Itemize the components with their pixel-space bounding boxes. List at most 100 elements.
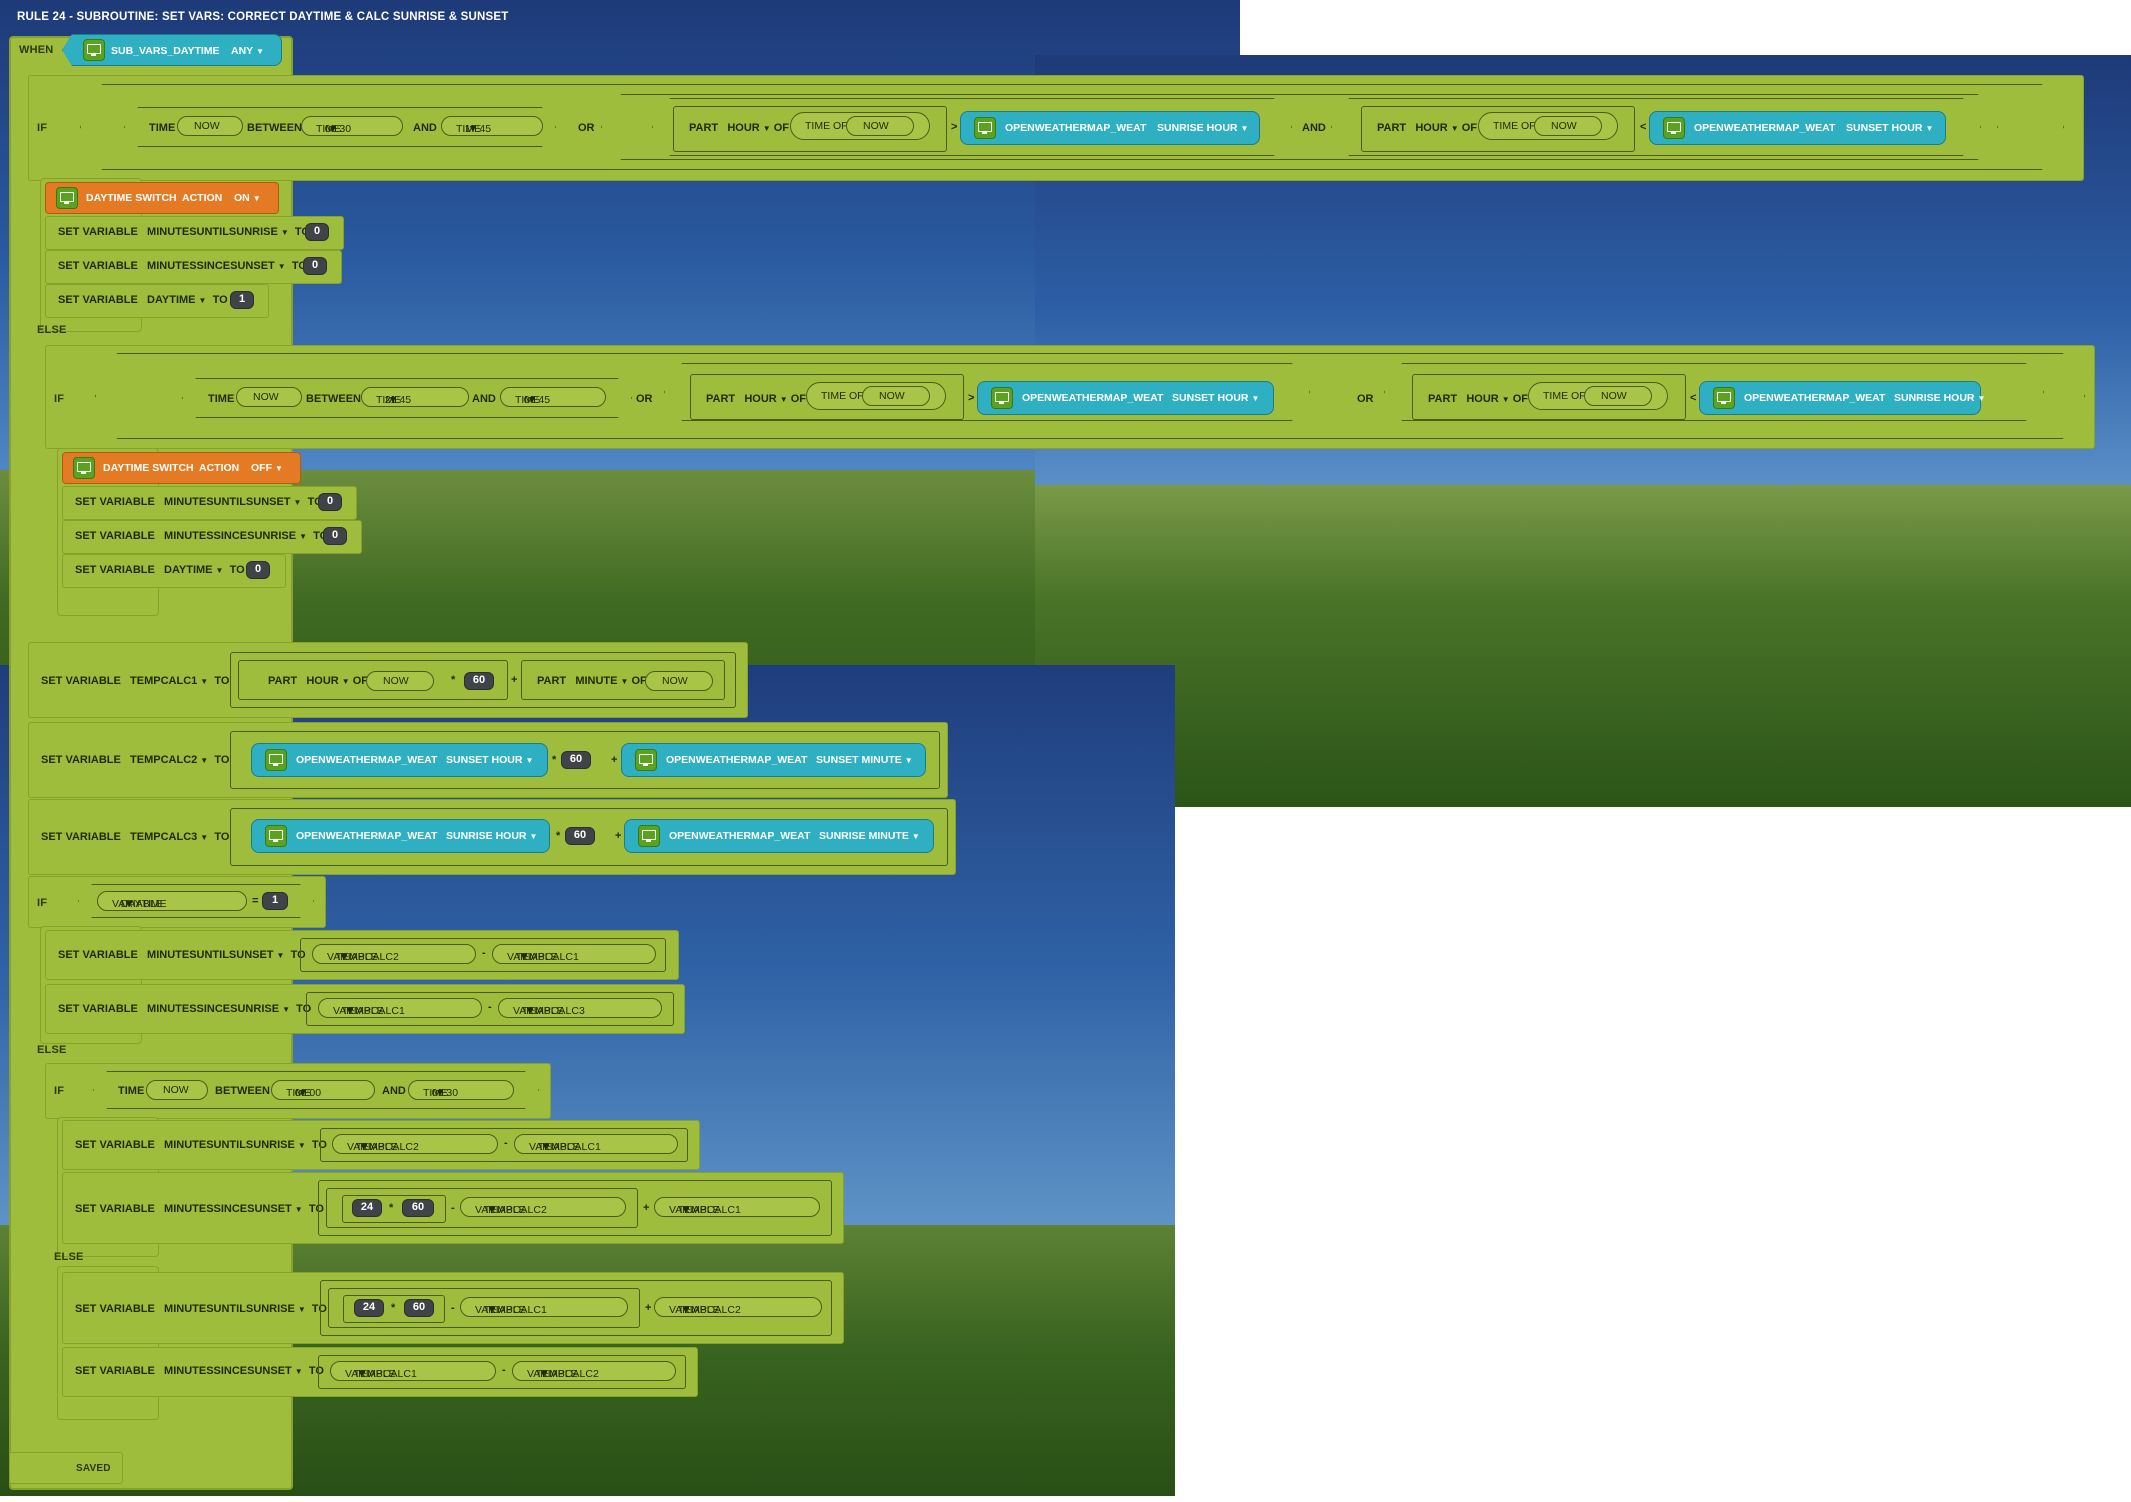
number-value[interactable]: 60	[561, 751, 591, 769]
now-pill[interactable]: NOW	[236, 387, 302, 407]
times-operator: *	[391, 1302, 396, 1314]
time-label: TIME	[118, 1085, 145, 1097]
daytime-switch-off-block[interactable]: DAYTIME SWITCH ACTION OFF▼	[62, 452, 301, 484]
compare-eq	[78, 884, 314, 918]
part-hour-box-1	[673, 106, 947, 152]
if-label-3: IF	[37, 897, 48, 909]
weather-device-name: OPENWEATHERMAP_WEAT	[1694, 122, 1836, 134]
now-pill[interactable]: NOW	[177, 116, 243, 136]
set-variable-row[interactable]	[45, 250, 342, 284]
number-value[interactable]: 60	[402, 1199, 434, 1217]
minus-expression	[306, 992, 674, 1026]
sum-expression	[230, 731, 940, 789]
plus-operator: +	[511, 674, 518, 686]
weather-sunset-hour-block[interactable]: OPENWEATHERMAP_WEAT SUNSET HOUR▼	[251, 743, 548, 777]
daytime-switch-on-block[interactable]: DAYTIME SWITCH ACTION ON▼	[45, 182, 279, 214]
now-pill[interactable]: NOW	[645, 671, 713, 691]
variable-daytime-pill[interactable]: VARIABLE DAYTIME▼	[97, 891, 247, 911]
action-select[interactable]: OFF▼	[251, 462, 283, 474]
compare-gt-1	[652, 98, 1292, 156]
and-label: AND	[413, 122, 437, 134]
weather-field-select[interactable]: SUNSET HOUR▼	[1172, 392, 1260, 404]
now-pill[interactable]: NOW	[366, 671, 434, 691]
set-variable-row[interactable]	[62, 486, 357, 520]
number-value[interactable]: 0	[305, 223, 329, 241]
time-2145-pill[interactable]: TIME 21:45▼	[361, 387, 469, 407]
now-pill[interactable]: NOW	[1534, 116, 1602, 136]
number-value[interactable]: 0	[246, 561, 270, 579]
weather-field-select[interactable]: SUNSET HOUR▼	[446, 754, 534, 766]
gt-operator: >	[951, 121, 958, 133]
now-pill[interactable]: NOW	[846, 116, 914, 136]
and-label: AND	[472, 393, 496, 405]
variable-pill[interactable]: VARIABLE TEMPCALC2▼	[460, 1197, 626, 1217]
number-value[interactable]: 24	[354, 1299, 384, 1317]
weather-field-select[interactable]: SUNSET HOUR▼	[1846, 122, 1934, 134]
weather-field-select[interactable]: SUNRISE HOUR▼	[1157, 122, 1249, 134]
variable-pill[interactable]: VARIABLE TEMPCALC2▼	[512, 1361, 676, 1381]
variable-pill[interactable]: VARIABLE TEMPCALC2▼	[654, 1297, 822, 1317]
weather-sunrise-hour-block[interactable]: OPENWEATHERMAP_WEAT SUNRISE HOUR▼	[960, 111, 1260, 145]
time-between-2	[182, 378, 632, 418]
time-1745-pill[interactable]: TIME 17:45▼	[441, 116, 543, 136]
weather-sunrise-hour-block[interactable]: OPENWEATHERMAP_WEAT SUNRISE HOUR▼	[1699, 381, 1985, 415]
set-variable-row[interactable]	[62, 520, 362, 554]
number-value[interactable]: 0	[323, 527, 347, 545]
time-0930-pill[interactable]: TIME 09:30▼	[408, 1080, 514, 1100]
action-label: ACTION	[199, 462, 240, 474]
time-label: TIME	[149, 122, 176, 134]
set-variable-label: SET VARIABLE MINUTESSINCESUNSET▼ TO	[75, 1365, 324, 1377]
set-variable-row[interactable]	[45, 216, 344, 250]
weather-sunrise-hour-block[interactable]: OPENWEATHERMAP_WEAT SUNRISE HOUR▼	[251, 819, 550, 853]
variable-pill[interactable]: VARIABLE TEMPCALC1▼	[318, 998, 482, 1018]
number-value[interactable]: 1	[230, 291, 254, 309]
number-value[interactable]: 0	[318, 493, 342, 511]
device-monitor-icon	[638, 825, 660, 847]
part-label: PART MINUTE▼ OF	[537, 675, 647, 687]
variable-pill[interactable]: VARIABLE TEMPCALC2▼	[312, 944, 476, 964]
now-pill[interactable]: NOW	[862, 386, 930, 406]
weather-device-name: OPENWEATHERMAP_WEAT	[666, 754, 808, 766]
device-monitor-icon	[73, 457, 95, 479]
number-value[interactable]: 0	[303, 257, 327, 275]
and-label: AND	[382, 1085, 406, 1097]
set-variable-label: SET VARIABLE MINUTESUNTILSUNSET▼ TO	[58, 949, 306, 961]
weather-sunrise-minute-block[interactable]: OPENWEATHERMAP_WEAT SUNRISE MINUTE▼	[624, 819, 934, 853]
time-0830-pill[interactable]: TIME 08:30▼	[301, 116, 403, 136]
time-0000-pill[interactable]: TIME 00:00▼	[271, 1080, 375, 1100]
variable-pill[interactable]: VARIABLE TEMPCALC2▼	[332, 1134, 498, 1154]
sum-expression	[318, 1180, 832, 1236]
now-pill[interactable]: NOW	[1584, 386, 1652, 406]
variable-pill[interactable]: VARIABLE TEMPCALC1▼	[654, 1197, 820, 1217]
variable-pill[interactable]: VARIABLE TEMPCALC3▼	[498, 998, 662, 1018]
minus-operator: -	[451, 1302, 455, 1314]
number-value[interactable]: 60	[404, 1299, 434, 1317]
set-variable-label: SET VARIABLE TEMPCALC2▼ TO	[41, 754, 230, 766]
variable-pill[interactable]: VARIABLE TEMPCALC1▼	[330, 1361, 496, 1381]
weather-field-select[interactable]: SUNRISE HOUR▼	[1894, 392, 1986, 404]
device-monitor-icon	[635, 749, 657, 771]
saved-label: SAVED	[76, 1463, 111, 1474]
minus-expression	[326, 1188, 638, 1228]
when-event-block[interactable]: SUB_VARS_DAYTIME ANY▼	[62, 34, 282, 66]
weather-field-select[interactable]: SUNSET MINUTE▼	[816, 754, 913, 766]
when-event-mode[interactable]: ANY▼	[231, 45, 265, 57]
variable-pill[interactable]: VARIABLE TEMPCALC1▼	[514, 1134, 678, 1154]
weather-field-select[interactable]: SUNRISE MINUTE▼	[819, 830, 920, 842]
weather-sunset-hour-block[interactable]: OPENWEATHERMAP_WEAT SUNSET HOUR▼	[977, 381, 1274, 415]
number-value[interactable]: 1	[262, 892, 288, 910]
action-select[interactable]: ON▼	[234, 192, 261, 204]
now-pill[interactable]: NOW	[146, 1080, 208, 1100]
time-0645-pill[interactable]: TIME 06:45▼	[500, 387, 606, 407]
number-value[interactable]: 60	[464, 672, 494, 690]
weather-device-name: OPENWEATHERMAP_WEAT	[1744, 392, 1886, 404]
number-value[interactable]: 60	[565, 827, 595, 845]
number-value[interactable]: 24	[352, 1199, 382, 1217]
weather-field-select[interactable]: SUNRISE HOUR▼	[446, 830, 538, 842]
weather-sunset-hour-block[interactable]: OPENWEATHERMAP_WEAT SUNSET HOUR▼	[1649, 111, 1946, 145]
variable-pill[interactable]: VARIABLE TEMPCALC1▼	[460, 1297, 628, 1317]
product-expression	[342, 1195, 446, 1223]
device-name: DAYTIME SWITCH	[103, 462, 194, 474]
variable-pill[interactable]: VARIABLE TEMPCALC1▼	[492, 944, 656, 964]
weather-sunset-minute-block[interactable]: OPENWEATHERMAP_WEAT SUNSET MINUTE▼	[621, 743, 926, 777]
